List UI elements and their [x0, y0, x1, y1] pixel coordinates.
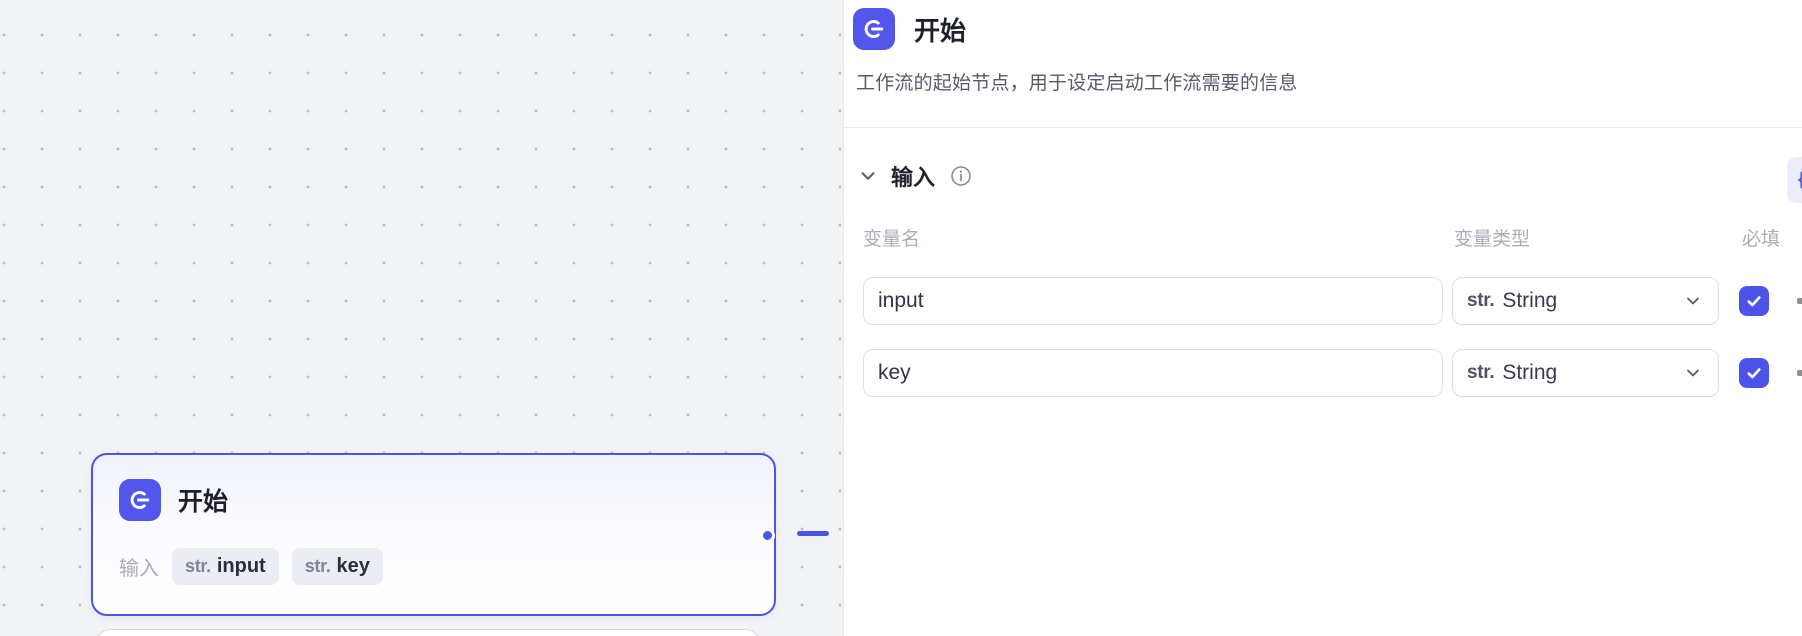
start-node-icon	[853, 8, 895, 50]
type-prefix-str: str.	[1467, 290, 1495, 311]
tag-type-prefix: str.	[185, 556, 211, 576]
input-section-header[interactable]: 输入	[859, 160, 973, 192]
panel-header: 开始	[853, 8, 966, 50]
start-node-card[interactable]: 开始 输入 str. input str. key	[91, 453, 776, 616]
panel-title: 开始	[914, 15, 967, 46]
variable-name-input[interactable]: key	[863, 349, 1443, 397]
required-checkbox[interactable]	[1739, 358, 1769, 388]
info-icon[interactable]	[949, 164, 973, 188]
start-node-header: 开始	[93, 455, 774, 521]
node-io-label: 输入	[119, 558, 159, 580]
row-action-partial[interactable]	[1797, 298, 1802, 304]
divider	[844, 127, 1802, 128]
required-checkbox[interactable]	[1739, 286, 1769, 316]
check-icon	[1747, 368, 1761, 379]
start-node-icon	[119, 479, 161, 521]
node-description: 工作流的起始节点，用于设定启动工作流需要的信息	[856, 73, 1298, 94]
connection-edge	[797, 531, 829, 536]
type-prefix-str: str.	[1467, 362, 1495, 383]
tag-name: input	[216, 555, 266, 577]
start-node-title: 开始	[178, 488, 229, 516]
node-io-tag: str. key	[291, 548, 383, 585]
type-value: String	[1502, 361, 1558, 384]
batch-edit-button[interactable]: {}	[1787, 157, 1802, 203]
check-icon	[1747, 296, 1761, 307]
column-header-name: 变量名	[863, 229, 921, 250]
variable-name-value: input	[878, 289, 924, 312]
tag-name: key	[336, 555, 370, 577]
type-value: String	[1502, 289, 1558, 312]
next-node-card-partial[interactable]	[96, 629, 760, 636]
column-header-type: 变量类型	[1454, 229, 1531, 250]
node-output-port[interactable]	[760, 528, 775, 543]
column-header-required: 必填	[1742, 229, 1781, 250]
input-section-title: 输入	[891, 165, 936, 190]
chevron-down-icon[interactable]	[859, 167, 877, 185]
variable-type-select[interactable]: str. String	[1452, 277, 1719, 325]
variable-type-select[interactable]: str. String	[1452, 349, 1719, 397]
variable-name-input[interactable]: input	[863, 277, 1443, 325]
start-node-io-row: 输入 str. input str. key	[93, 521, 774, 585]
tag-type-prefix: str.	[304, 556, 331, 576]
node-config-panel: 开始 工作流的起始节点，用于设定启动工作流需要的信息 输入 {} 变量名	[843, 0, 1802, 636]
node-io-tag: str. input	[172, 548, 279, 585]
chevron-down-icon	[1682, 290, 1704, 312]
variable-name-value: key	[878, 361, 911, 384]
row-action-partial[interactable]	[1797, 370, 1802, 376]
chevron-down-icon	[1682, 362, 1704, 384]
braces-icon: {}	[1798, 169, 1802, 191]
workflow-canvas[interactable]: 开始 输入 str. input str. key	[0, 0, 843, 636]
